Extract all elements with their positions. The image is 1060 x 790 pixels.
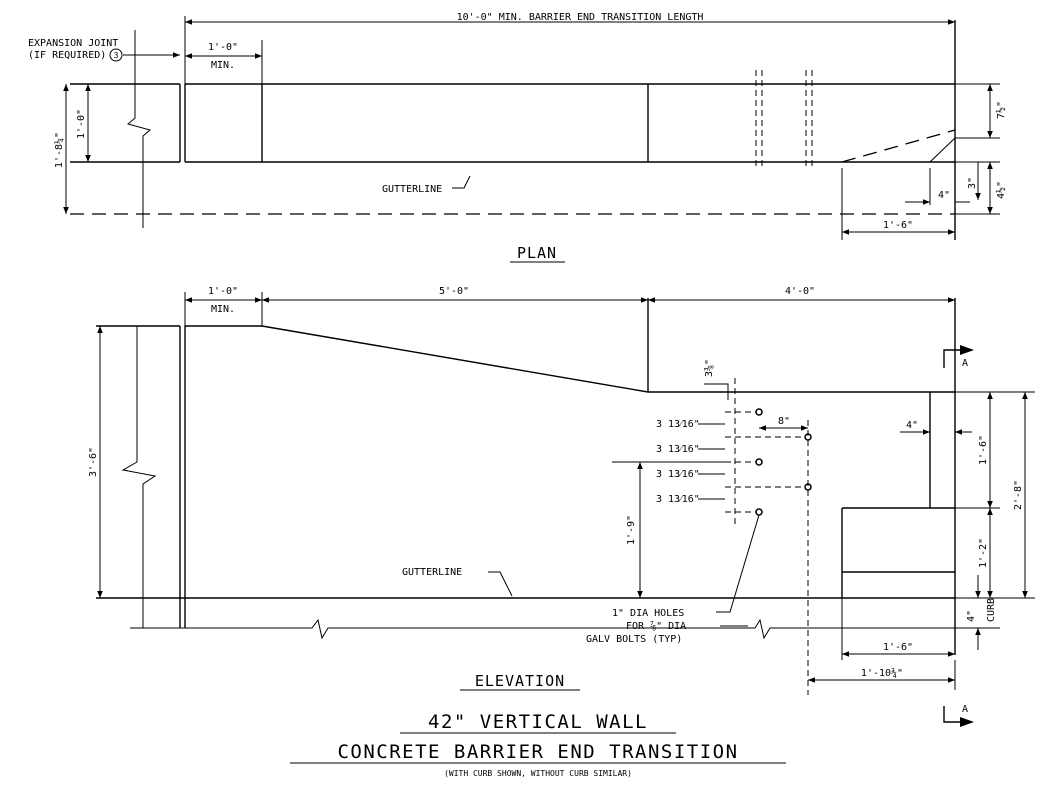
expansion-joint-label: EXPANSION JOINT — [28, 38, 118, 49]
wall-inset: 4" — [906, 420, 918, 431]
bolt-spacing-3: 3 13⁄16" — [656, 469, 700, 480]
elevation-total-height: 3'-6" — [88, 447, 99, 477]
plan-overall-length: 10'-0" MIN. BARRIER END TRANSITION LENGT… — [457, 12, 704, 23]
elevation-view: 1'-0" MIN. 5'-0" 4'-0" 3'-6" 1'-9" 3⅜" 3… — [88, 286, 1035, 727]
title-line-2: CONCRETE BARRIER END TRANSITION — [337, 741, 738, 763]
plan-right-mid: 3" — [967, 177, 978, 189]
bolt-hole — [804, 433, 812, 441]
title-line-1: 42" VERTICAL WALL — [428, 711, 648, 733]
plan-height-inner: 1'-0" — [76, 109, 87, 139]
bolt-hole — [755, 458, 763, 466]
bolt-hole — [755, 508, 763, 516]
base-total: 1'-10¾" — [861, 667, 903, 679]
plan-right-top: 7½" — [995, 101, 1007, 119]
elevation-min-segment: 1'-0" — [208, 286, 238, 297]
curb-height: 4" — [966, 610, 977, 622]
holes-bolt-type: GALV BOLTS (TYP) — [586, 634, 682, 645]
base-length: 1'-6" — [883, 642, 913, 653]
plan-right-bottom: 4½" — [995, 181, 1007, 199]
overall-height-right: 2'-8" — [1013, 480, 1024, 510]
section-mark-bottom: A — [962, 704, 968, 715]
bolt-holes — [725, 408, 812, 516]
plan-min-segment: 1'-0" — [208, 42, 238, 53]
break-symbol-plan — [126, 30, 152, 228]
lower-height: 1'-2" — [978, 538, 989, 568]
bolt-hole — [755, 408, 763, 416]
elevation-min-label: MIN. — [211, 304, 235, 315]
plan-title: PLAN — [517, 244, 557, 262]
section-mark-top: A — [962, 358, 968, 369]
title-block: 42" VERTICAL WALL CONCRETE BARRIER END T… — [290, 711, 786, 778]
holes-label: 1" DIA HOLES — [612, 608, 684, 619]
plan-gutterline-label: GUTTERLINE — [382, 184, 442, 195]
plan-min-label: MIN. — [211, 60, 235, 71]
elevation-slope-length: 5'-0" — [439, 286, 469, 297]
note-circle — [109, 48, 123, 62]
elevation-gutterline-label: GUTTERLINE — [402, 567, 462, 578]
bolt-spacing-1: 3 13⁄16" — [656, 419, 700, 430]
plan-inset: 4" — [938, 190, 950, 201]
plan-height-outer: 1'-8¼" — [53, 132, 65, 168]
plan-bottom-length: 1'-6" — [883, 220, 913, 231]
break-symbol-elevation — [121, 326, 157, 628]
expansion-joint-required: (IF REQUIRED) — [28, 50, 106, 61]
bolt-hole — [804, 483, 812, 491]
bolt-spacing-4: 3 13⁄16" — [656, 494, 700, 505]
elevation-level-length: 4'-0" — [785, 286, 815, 297]
elevation-bolt-top: 3⅜" — [703, 359, 715, 377]
note-number: 3 — [114, 51, 119, 60]
title-note: (WITH CURB SHOWN, WITHOUT CURB SIMILAR) — [444, 769, 632, 778]
bolt-offset: 8" — [778, 416, 790, 427]
elevation-bolt-height: 1'-9" — [626, 515, 637, 545]
curb-label: CURB — [986, 598, 997, 622]
upper-height: 1'-6" — [978, 435, 989, 465]
plan-view: 10'-0" MIN. BARRIER END TRANSITION LENGT… — [28, 12, 1007, 263]
elevation-title: ELEVATION — [475, 672, 565, 690]
holes-bolt-size: FOR ⅞" DIA — [626, 620, 686, 632]
bolt-spacing-2: 3 13⁄16" — [656, 444, 700, 455]
